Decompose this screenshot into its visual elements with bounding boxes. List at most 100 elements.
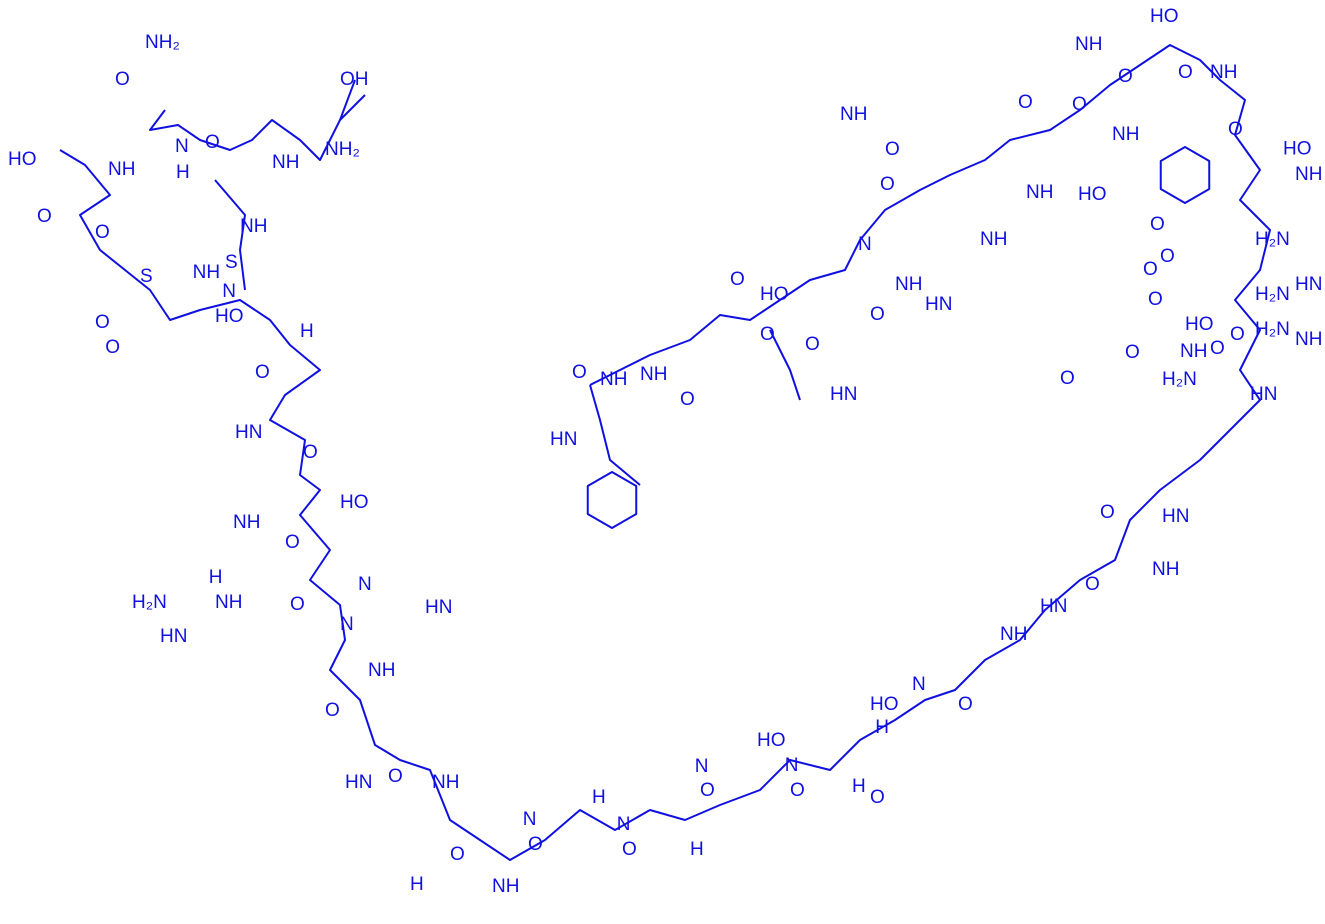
atom-label: O <box>760 324 775 345</box>
atom-label: H <box>410 874 424 895</box>
atom-label: NH <box>1295 329 1322 350</box>
atom-label: O <box>680 389 695 410</box>
atom-label: HO <box>215 306 244 327</box>
atom-label: O <box>105 337 120 358</box>
atom-label: HN <box>1295 274 1322 295</box>
atom-label: NH <box>1075 34 1102 55</box>
atom-label: O <box>303 442 318 463</box>
atom-label: S <box>225 252 238 273</box>
atom-label: HO <box>1283 138 1312 159</box>
atom-label: S <box>140 266 153 287</box>
atom-label: N <box>222 281 236 302</box>
atom-label: O <box>870 304 885 325</box>
atom-label: H₂N <box>1255 319 1290 340</box>
atom-label: NH <box>272 152 299 173</box>
atom-label: N <box>175 136 189 157</box>
atom-label: NH <box>1152 559 1179 580</box>
atom-label: O <box>958 694 973 715</box>
atom-label: O <box>1118 66 1133 87</box>
atom-label: N <box>858 234 872 255</box>
atom-label: O <box>572 362 587 383</box>
atom-label: NH <box>215 592 242 613</box>
atom-label: O <box>325 700 340 721</box>
atom-label: NH <box>1112 124 1139 145</box>
atom-label: NH <box>840 104 867 125</box>
atom-label: O <box>255 362 270 383</box>
atom-label: NH <box>233 512 260 533</box>
bond-chain <box>589 384 641 486</box>
atom-label: NH <box>240 216 267 237</box>
atom-label: N <box>523 809 537 830</box>
atom-label: HN <box>235 422 262 443</box>
atom-label: O <box>870 787 885 808</box>
atom-label: HN <box>925 294 952 315</box>
atom-label: NH <box>1295 164 1322 185</box>
atom-label: HO <box>340 492 369 513</box>
atom-label: O <box>1150 214 1165 235</box>
atom-label: O <box>205 132 220 153</box>
atom-label: N <box>358 574 372 595</box>
atom-label: N <box>695 756 709 777</box>
atom-label: H₂N <box>1255 284 1290 305</box>
bond-chain <box>339 79 356 121</box>
atom-label: O <box>700 780 715 801</box>
atom-label: H <box>592 787 606 808</box>
atom-label: HN <box>1250 384 1277 405</box>
bond-chain <box>59 44 1271 861</box>
atom-label: NH <box>600 369 627 390</box>
atom-label: O <box>95 222 110 243</box>
atom-label: N <box>340 614 354 635</box>
atom-label: O <box>37 206 52 227</box>
atom-label: O <box>1160 246 1175 267</box>
atom-label: O <box>115 69 130 90</box>
atom-label: O <box>1210 338 1225 359</box>
atom-label: NH₂ <box>145 32 180 53</box>
atom-label: O <box>790 780 805 801</box>
atom-label: O <box>1178 62 1193 83</box>
atom-label: O <box>730 269 745 290</box>
atom-label: H₂N <box>1255 229 1290 250</box>
atom-label: H <box>690 839 704 860</box>
atom-label: HO <box>870 694 899 715</box>
atom-label: NH <box>492 876 519 897</box>
atom-label: NH <box>193 262 220 283</box>
atom-label: NH <box>895 274 922 295</box>
bond-chain <box>769 329 801 401</box>
atom-label: O <box>1148 289 1163 310</box>
atom-label: H <box>176 162 190 183</box>
atom-label: O <box>1060 368 1075 389</box>
atom-label: HN <box>550 429 577 450</box>
atom-label: H <box>875 717 889 738</box>
bond-chain <box>149 94 366 161</box>
atom-label: HN <box>830 384 857 405</box>
atom-label: O <box>1072 94 1087 115</box>
atom-label: H <box>300 321 314 342</box>
atom-label: O <box>388 766 403 787</box>
atom-label: HN <box>345 772 372 793</box>
atom-label: HO <box>757 730 786 751</box>
atom-label: O <box>885 139 900 160</box>
atom-label: HN <box>160 626 187 647</box>
atom-label: O <box>622 839 637 860</box>
atom-label: O <box>1228 119 1243 140</box>
atom-label: HN <box>1040 596 1067 617</box>
atom-label: O <box>1230 324 1245 345</box>
atom-label: O <box>285 532 300 553</box>
atom-label: NH <box>980 229 1007 250</box>
atom-label: O <box>528 834 543 855</box>
atom-label: H₂N <box>132 592 167 613</box>
atom-label: NH <box>1026 182 1053 203</box>
atom-label: HO <box>760 284 789 305</box>
atom-label: H₂N <box>1162 369 1197 390</box>
atom-label: OH <box>340 69 369 90</box>
atom-label: NH <box>1180 341 1207 362</box>
atom-label: HO <box>1185 314 1214 335</box>
phenyl-ring <box>586 471 638 529</box>
atom-label: O <box>1125 342 1140 363</box>
bond-chain <box>214 179 246 291</box>
atom-label: NH <box>108 159 135 180</box>
atom-label: HO <box>8 149 37 170</box>
phenyl-ring <box>1159 146 1211 204</box>
